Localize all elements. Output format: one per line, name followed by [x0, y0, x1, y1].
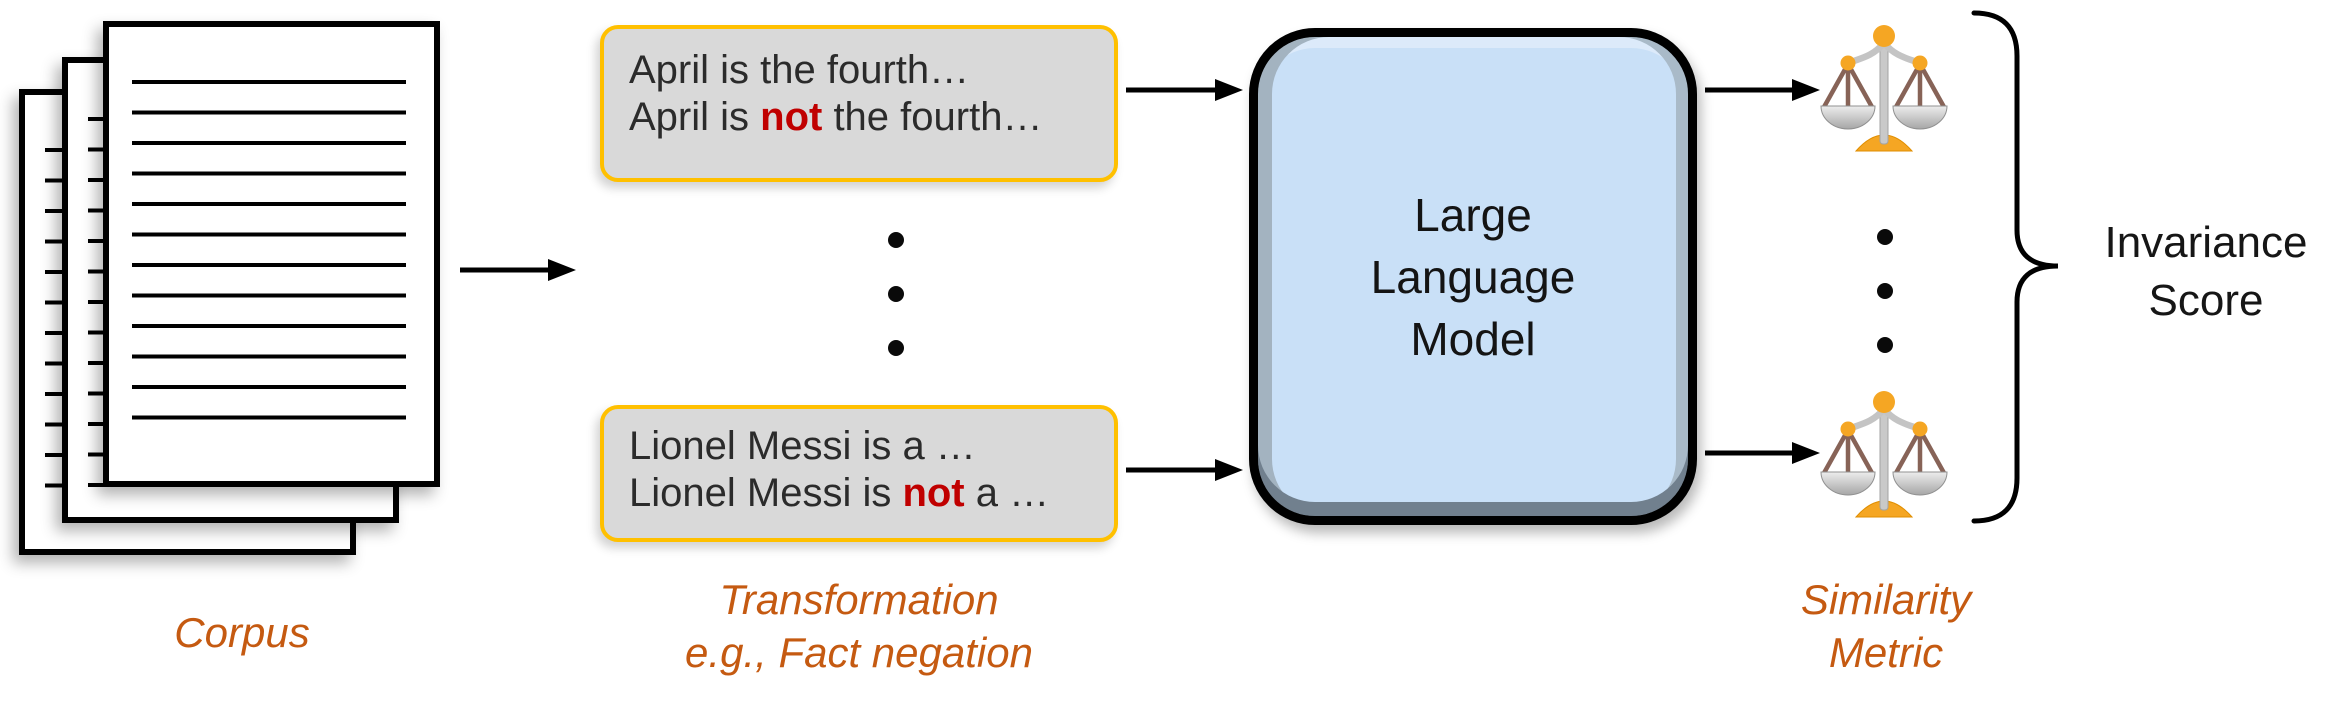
ellipsis-dot [888, 340, 904, 356]
arrow-right-icon [1705, 79, 1820, 101]
negated-sentence: April is not the fourth… [629, 95, 1043, 139]
balance-scale-icon [1820, 391, 1948, 518]
curly-brace-icon [1971, 10, 2059, 524]
arrow-right-icon [1126, 79, 1243, 101]
arrow-right-icon [1705, 442, 1820, 464]
arrow-right-icon [460, 259, 576, 281]
ellipsis-dot [1877, 337, 1893, 353]
transformed-pair-box-top: April is the fourth… April is not the fo… [600, 25, 1118, 182]
text-lines [132, 80, 406, 421]
corpus-label: Corpus [174, 609, 310, 656]
text-line-stubs [45, 148, 62, 489]
invariance-score-label: Invariance Score [2104, 218, 2308, 325]
ellipsis-dot [1877, 229, 1893, 245]
ellipsis-dot [888, 286, 904, 302]
llm-label: Large Language Model [1370, 188, 1576, 365]
balance-scale-icon [1820, 25, 1948, 152]
ellipsis-dots-right [1877, 229, 1893, 353]
negation-word: not [902, 471, 965, 515]
transformed-pair-box-bottom: Lionel Messi is a … Lionel Messi is not … [600, 405, 1118, 542]
original-sentence: April is the fourth… [629, 48, 970, 92]
negation-word: not [760, 95, 823, 139]
original-sentence: Lionel Messi is a … [629, 424, 976, 468]
document-page-front [103, 21, 440, 487]
large-language-model-box: Large Language Model [1249, 28, 1697, 525]
ellipsis-dots-middle [888, 232, 904, 356]
ellipsis-dot [1877, 283, 1893, 299]
negated-sentence: Lionel Messi is not a … [629, 471, 1050, 515]
ellipsis-dot [888, 232, 904, 248]
arrow-right-icon [1126, 459, 1243, 481]
transformation-label: Transformation e.g., Fact negation [685, 576, 1033, 676]
similarity-metric-label: Similarity Metric [1800, 576, 1972, 676]
